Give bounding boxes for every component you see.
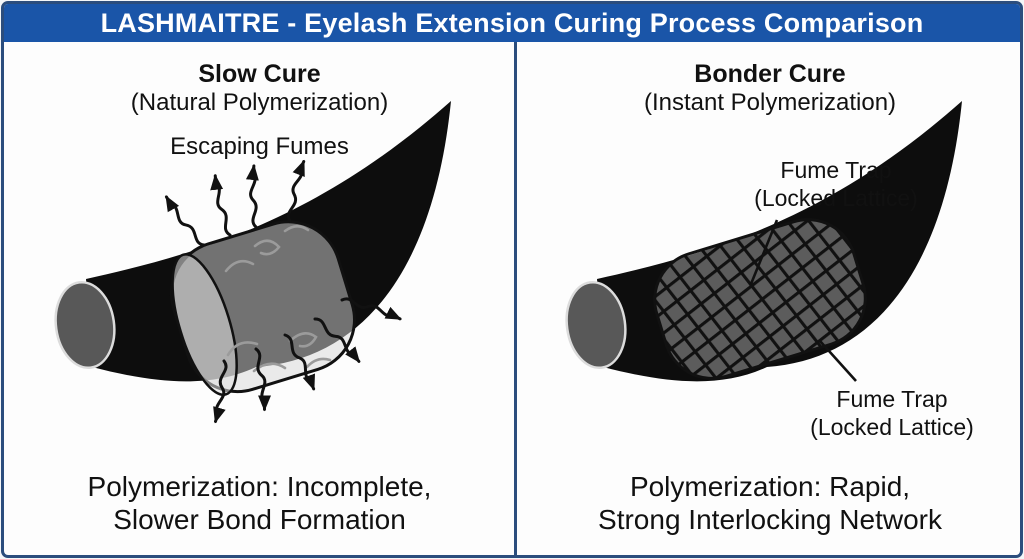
fume-trap-top-line1: Fume Trap: [780, 157, 892, 183]
bonder-cure-illustration: [565, 101, 962, 382]
fume-trap-bottom-line1: Fume Trap: [836, 386, 948, 412]
left-caption-line2: Slower Bond Formation: [113, 504, 406, 535]
right-caption-line2: Strong Interlocking Network: [598, 504, 942, 535]
right-caption-line1: Polymerization: Rapid,: [629, 471, 911, 502]
fume-trap-label-top: Fume Trap (Locked Lattice): [716, 156, 956, 212]
pointer-line-top: [749, 219, 779, 285]
uncured-glue-squiggles: [224, 224, 332, 373]
escaping-fumes-label: Escaping Fumes: [170, 133, 349, 160]
right-panel-caption: Polymerization: Rapid, Strong Interlocki…: [517, 470, 1020, 536]
fume-trap-label-bottom: Fume Trap (Locked Lattice): [772, 385, 1012, 441]
fume-trap-top-line2: (Locked Lattice): [754, 185, 918, 211]
header-title: LASHMAITRE - Eyelash Extension Curing Pr…: [100, 7, 924, 38]
comparison-diagram: [54, 101, 962, 555]
lash-base-cap: [565, 280, 627, 370]
adhesive-sleeve: [169, 220, 356, 396]
left-panel-caption: Polymerization: Incomplete, Slower Bond …: [4, 470, 515, 536]
lattice-blob: [653, 218, 867, 380]
fume-trap-bottom-line2: (Locked Lattice): [810, 414, 974, 440]
right-panel-title: Bonder Cure: [694, 60, 846, 88]
header-bar: LASHMAITRE - Eyelash Extension Curing Pr…: [4, 4, 1020, 42]
pointer-line-bottom: [819, 340, 857, 382]
lash-base-cap: [54, 280, 116, 370]
panel-divider: [514, 42, 517, 555]
left-panel-title: Slow Cure: [198, 60, 321, 88]
left-caption-line1: Polymerization: Incomplete,: [87, 471, 432, 502]
left-panel-subtitle: (Natural Polymerization): [130, 89, 389, 116]
right-panel-subtitle: (Instant Polymerization): [643, 89, 897, 116]
slow-cure-illustration: [54, 101, 451, 422]
